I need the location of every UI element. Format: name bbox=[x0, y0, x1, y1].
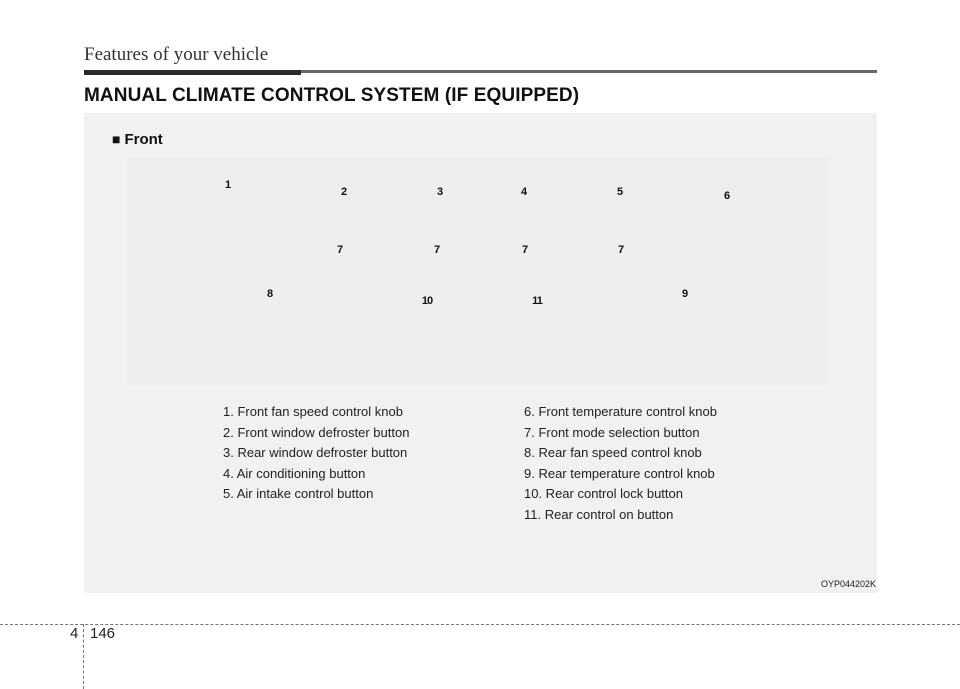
legend-item: 9. Rear temperature control knob bbox=[524, 465, 715, 481]
callout-7c: 7 bbox=[521, 244, 529, 256]
legend-item: 6. Front temperature control knob bbox=[524, 404, 717, 419]
header-rule bbox=[84, 70, 877, 75]
legend-right: 6. Front temperature control knob 7. Fro… bbox=[524, 402, 717, 525]
subheading-label: Front bbox=[124, 131, 163, 148]
running-header: Features of your vehicle bbox=[84, 44, 269, 65]
callout-7a: 7 bbox=[336, 244, 344, 256]
figure-subheading: ■Front bbox=[112, 131, 163, 148]
page-number: 146 bbox=[90, 625, 116, 642]
legend-left: 1. Front fan speed control knob 2. Front… bbox=[223, 402, 409, 505]
control-panel-illustration bbox=[127, 157, 828, 385]
legend-item: 2. Front window defroster button bbox=[223, 424, 410, 440]
callout-7d: 7 bbox=[617, 244, 625, 256]
legend-item: 7. Front mode selection button bbox=[524, 424, 700, 440]
callout-5: 5 bbox=[616, 186, 624, 198]
callout-9: 9 bbox=[681, 288, 689, 300]
chapter-number: 4 bbox=[70, 625, 79, 642]
legend-item: 3. Rear window defroster button bbox=[223, 445, 408, 460]
callout-6: 6 bbox=[723, 190, 731, 202]
callout-8: 8 bbox=[266, 288, 274, 300]
section-title: MANUAL CLIMATE CONTROL SYSTEM (IF EQUIPP… bbox=[84, 85, 580, 106]
legend-item: 10. Rear control lock button bbox=[524, 486, 683, 501]
callout-2: 2 bbox=[340, 186, 348, 198]
callout-7b: 7 bbox=[433, 244, 441, 256]
callout-3: 3 bbox=[436, 186, 444, 198]
footer-divider bbox=[83, 624, 84, 689]
footer-rule bbox=[0, 624, 960, 625]
legend-item: 4. Air conditioning button bbox=[223, 465, 366, 481]
legend-item: 5. Air intake control button bbox=[223, 486, 374, 501]
callout-4: 4 bbox=[520, 186, 528, 198]
callout-10: 10 bbox=[421, 295, 433, 307]
legend-item: 8. Rear fan speed control knob bbox=[524, 445, 702, 460]
square-bullet-icon: ■ bbox=[112, 131, 121, 147]
figure-code: OYP044202K bbox=[820, 579, 876, 589]
callout-11: 11 bbox=[532, 295, 543, 307]
callout-1: 1 bbox=[224, 179, 232, 191]
legend-item: 11. Rear control on button bbox=[524, 506, 674, 522]
legend-item: 1. Front fan speed control knob bbox=[223, 404, 403, 419]
